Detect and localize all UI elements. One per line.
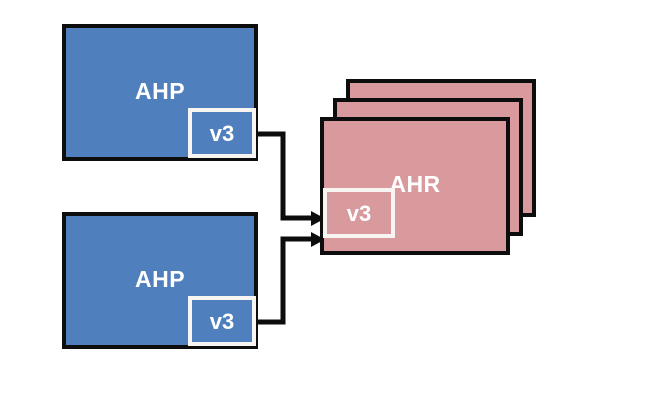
ahr-label: AHR <box>389 171 441 197</box>
ahp-bottom-version-chip-label: v3 <box>209 309 235 334</box>
connector-ahp-top-to-ahr <box>256 131 314 221</box>
ahp-node-top[interactable]: AHP v3 <box>62 24 258 161</box>
ahp-top-version-chip[interactable]: v3 <box>188 108 256 158</box>
ahp-bottom-version-chip[interactable]: v3 <box>188 296 256 346</box>
ahp-top-version-chip-label: v3 <box>209 121 235 146</box>
connector-ahp-bottom-to-ahr <box>256 236 314 325</box>
ahp-bottom-label: AHP <box>134 266 186 292</box>
ahr-card-front[interactable]: AHR v3 <box>320 117 510 255</box>
ahp-node-bottom[interactable]: AHP v3 <box>62 212 258 349</box>
ahr-version-chip-label: v3 <box>346 201 372 226</box>
ahp-top-label: AHP <box>134 78 186 104</box>
ahr-version-chip[interactable]: v3 <box>323 188 395 238</box>
